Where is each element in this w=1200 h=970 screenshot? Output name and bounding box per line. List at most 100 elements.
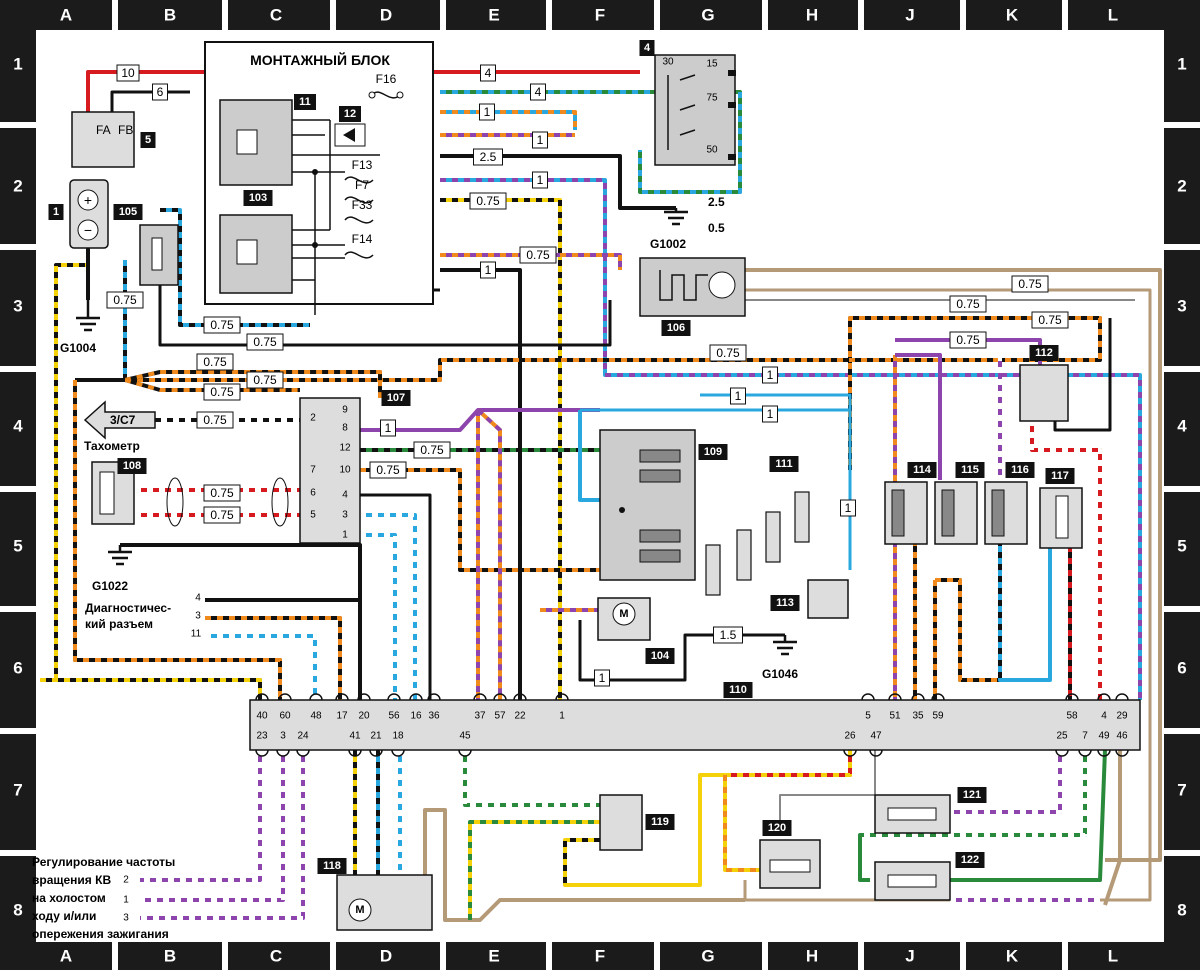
fuses: F16 F13 F7 F33 F14 xyxy=(344,72,404,259)
ground-g1002: G1002 xyxy=(650,237,686,251)
component-badge-label: 118 xyxy=(323,860,341,872)
ecu-pin-socket xyxy=(335,693,349,701)
component-badge-label: 120 xyxy=(768,822,786,834)
ecu-pin-socket xyxy=(276,749,290,757)
zone-row-label: 6 xyxy=(13,659,22,678)
ecu-top-pin: 40 xyxy=(256,711,268,722)
wire-label-box xyxy=(380,419,396,437)
zone-col-label: E xyxy=(488,6,499,25)
component-115 xyxy=(934,481,978,545)
wire-gauge-label: 0.75 xyxy=(1018,277,1042,291)
component-118: M xyxy=(336,874,433,931)
component-badge-label: 107 xyxy=(387,392,405,404)
wire-gauge-label: 0.75 xyxy=(210,486,234,500)
zone-row-label: 2 xyxy=(1177,177,1186,196)
wire-label-box xyxy=(530,83,546,101)
zone-row-label: 7 xyxy=(1177,781,1186,800)
component-badge xyxy=(723,682,753,698)
ecu-pin-socket xyxy=(255,749,269,757)
pin-107-right: 4 xyxy=(342,490,348,501)
zone-col-label: C xyxy=(270,6,282,25)
zone-col-label: A xyxy=(60,947,72,966)
ecu-pin-socket xyxy=(458,749,472,757)
component-badge xyxy=(769,456,799,472)
diag-pin-4: 4 xyxy=(195,593,201,604)
ecu-top-pin: 22 xyxy=(514,711,526,722)
pins-107: 2 7 6 5 9 8 12 10 4 3 1 xyxy=(310,405,351,541)
diag-label-line1: Диагностичес- xyxy=(85,601,171,615)
zone-row-label: 5 xyxy=(13,537,22,556)
fuse-label-f33: F33 xyxy=(352,198,373,212)
svg-text:+: + xyxy=(84,192,92,208)
component-badge xyxy=(117,458,147,474)
component-badge xyxy=(698,444,728,460)
ecu-pin-socket xyxy=(473,693,487,701)
ecu-pin-socket xyxy=(869,749,883,757)
zone-col-label: E xyxy=(488,947,499,966)
wire-gauge-label: 1 xyxy=(537,173,544,187)
reg-label-line4: ходу и/или xyxy=(32,909,96,923)
ecu-pin-socket xyxy=(493,693,507,701)
ecu-pin-socket xyxy=(861,693,875,701)
zone-row-label: 1 xyxy=(1177,55,1186,74)
ecu-pin-socket xyxy=(357,693,371,701)
ecu-top-pin: 16 xyxy=(410,711,422,722)
reg-pin-1: 1 xyxy=(123,895,129,906)
zone-row-label: 5 xyxy=(1177,537,1186,556)
ecu-pin-socket xyxy=(387,693,401,701)
wire-label-box xyxy=(203,484,241,502)
ecu-bottom-pin: 41 xyxy=(349,731,361,742)
ecu-pin-socket xyxy=(369,749,383,757)
ecu-top-pin: 56 xyxy=(388,711,400,722)
component-109 xyxy=(599,429,696,581)
zone-row-label: 3 xyxy=(13,297,22,316)
component-badge xyxy=(1005,462,1035,478)
wire-label-box xyxy=(1011,275,1049,293)
zone-col-label: D xyxy=(380,6,392,25)
fuse-fa-label: FA xyxy=(96,123,111,137)
zone-col-label: J xyxy=(905,947,914,966)
reg-label-line3: на холостом xyxy=(32,891,106,905)
ecu-top-pin: 29 xyxy=(1116,711,1128,722)
wire-label-box xyxy=(709,344,747,362)
ign-pin-50: 50 xyxy=(706,145,718,156)
component-badge-label: 5 xyxy=(145,134,151,146)
zone-col-label: K xyxy=(1006,6,1019,25)
fuse-block-5: FA FB xyxy=(71,111,135,168)
battery: + − xyxy=(69,179,109,300)
fuse-f16: F16 xyxy=(368,72,404,99)
wire-label-box xyxy=(152,83,168,101)
component-badge-label: 110 xyxy=(729,684,747,696)
ecu-pin-socket xyxy=(1065,693,1079,701)
wire-label-box xyxy=(532,171,548,189)
component-badge-label: 117 xyxy=(1051,470,1069,482)
wire-label-box xyxy=(203,316,241,334)
diag-label-line2: кий разъем xyxy=(85,617,153,631)
zone-col-label: G xyxy=(701,947,714,966)
wire-gauge-label: 0.75 xyxy=(210,508,234,522)
component-119 xyxy=(599,794,643,851)
wire-label-box xyxy=(1031,311,1069,329)
ecu-pin-socket xyxy=(1097,749,1111,757)
pin-107-left: 5 xyxy=(310,510,316,521)
ecu-top-pin: 20 xyxy=(358,711,370,722)
svg-text:−: − xyxy=(84,222,92,238)
component-badge xyxy=(381,390,411,406)
tachometer-arrow: 3/C7 Тахометр xyxy=(83,400,156,453)
ecu-top-pin: 37 xyxy=(474,711,486,722)
ign-pin-30: 30 xyxy=(662,57,674,68)
component-badge xyxy=(957,787,987,803)
ecu-bottom-pin: 21 xyxy=(370,731,382,742)
ecu-bottom-pin: 45 xyxy=(459,731,471,742)
reg-pin-2: 2 xyxy=(123,875,129,886)
component-badge-label: 112 xyxy=(1035,347,1053,359)
wire-gauge-label: 0.75 xyxy=(956,333,980,347)
wire-gauge-label: 0.75 xyxy=(956,297,980,311)
ecu-pin-socket xyxy=(348,749,362,757)
wire-label-box xyxy=(116,64,140,82)
wire-gauge-label: 1 xyxy=(485,263,492,277)
component-badge-label: 114 xyxy=(913,464,932,476)
component-106 xyxy=(639,257,746,317)
ignition-switch: 30 15 75 50 xyxy=(654,54,736,166)
